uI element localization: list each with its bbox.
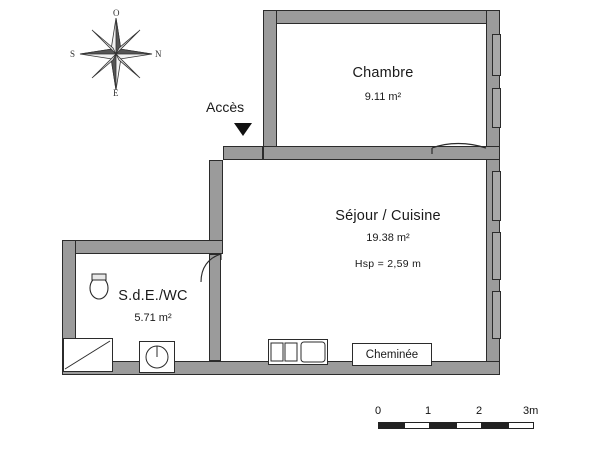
window-sejour-right-2 <box>492 171 501 221</box>
room-label-sde: S.d.E./WC <box>118 288 188 304</box>
window-sejour-right-1 <box>492 88 501 128</box>
wall-left-chambre <box>263 10 277 160</box>
door-sde <box>200 253 222 283</box>
fireplace-box: Cheminée <box>352 343 432 366</box>
fireplace-label: Cheminée <box>365 348 419 361</box>
washing-machine-drum-icon <box>145 345 169 369</box>
wall-left-sejour-upper <box>209 160 223 250</box>
window-sejour-right-3 <box>492 232 501 280</box>
room-label-chambre: Chambre <box>352 65 414 81</box>
access-arrow-icon <box>234 123 252 136</box>
wall-sde-sejour-partition <box>209 254 221 361</box>
scale-segment-4 <box>456 422 482 429</box>
wc-fixture-icon <box>89 273 109 300</box>
compass-label-bottom: E <box>113 88 119 98</box>
scale-tick-0: 0 <box>375 405 382 417</box>
scale-tick-3: 3m <box>523 405 539 417</box>
compass-label-top: O <box>113 8 120 18</box>
compass-rose: O S N E <box>68 8 164 100</box>
wall-chambre-sejour <box>263 146 500 160</box>
scale-tick-2: 2 <box>476 405 483 417</box>
scale-segment-5 <box>482 422 508 429</box>
compass-label-right: N <box>155 49 162 59</box>
wall-access-jamb <box>223 146 263 160</box>
kitchen-sink-icon <box>270 341 326 363</box>
door-chambre <box>431 142 487 154</box>
scale-tick-1: 1 <box>425 405 432 417</box>
window-chambre-right <box>492 34 501 76</box>
wall-top-chambre <box>263 10 500 24</box>
scale-segment-6 <box>508 422 534 429</box>
scale-segment-1 <box>378 422 404 429</box>
room-label-sejour: Séjour / Cuisine <box>335 208 441 224</box>
access-label: Accès <box>206 99 245 115</box>
compass-label-left: S <box>70 49 76 59</box>
room-hsp-sejour: Hsp = 2,59 m <box>354 258 422 270</box>
scale-segment-3 <box>430 422 456 429</box>
room-area-chambre: 9.11 m² <box>364 91 402 103</box>
shower-drain-icon <box>64 340 111 370</box>
room-area-sde: 5.71 m² <box>134 312 172 324</box>
window-sejour-right-4 <box>492 291 501 339</box>
scale-segment-2 <box>404 422 430 429</box>
scale-bar: 0 1 2 3m <box>375 405 570 435</box>
room-area-sejour: 19.38 m² <box>366 232 410 244</box>
